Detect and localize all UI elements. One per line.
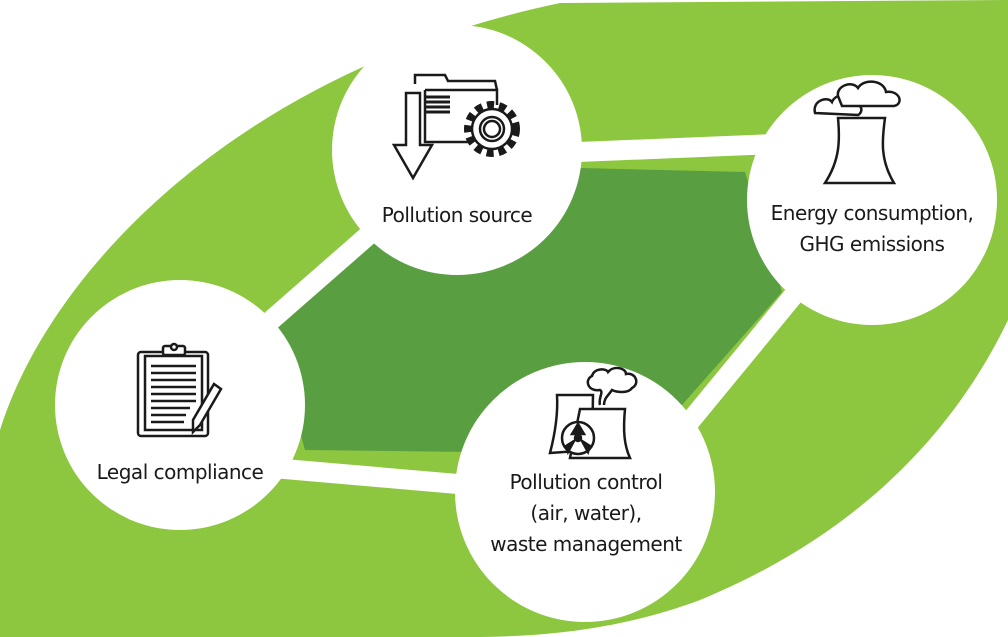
- label-energy-line2: GHG emissions: [799, 232, 945, 256]
- label-pollution-source: Pollution source: [381, 203, 533, 227]
- node-circle-pollution-control: [455, 362, 715, 622]
- label-pc-line2: (air, water),: [530, 501, 642, 525]
- node-circle-energy: [747, 75, 997, 325]
- folder-gear-arrow-icon: [391, 73, 520, 181]
- label-energy: Energy consumption, GHG emissions: [742, 198, 1002, 260]
- nuclear-plant-icon: [548, 366, 638, 460]
- label-energy-line1: Energy consumption,: [770, 201, 974, 225]
- node-circle-pollution-source: [332, 25, 582, 275]
- clipboard-pen-icon: [136, 342, 223, 438]
- label-pc-line1: Pollution control: [509, 470, 663, 494]
- label-pollution-control: Pollution control (air, water), waste ma…: [470, 467, 702, 560]
- cloud-cooling-tower-icon: [813, 80, 901, 185]
- label-legal: Legal compliance: [96, 460, 264, 484]
- label-pc-line3: waste management: [490, 532, 682, 556]
